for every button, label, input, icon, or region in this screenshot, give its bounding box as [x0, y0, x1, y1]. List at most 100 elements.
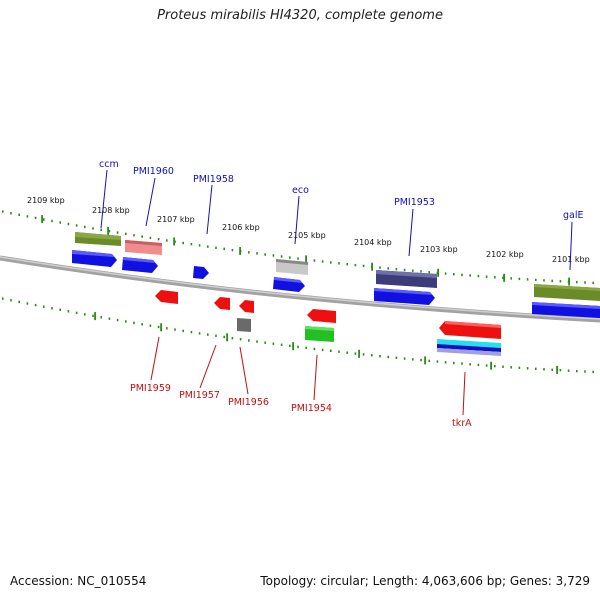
scale-label-2107: 2107 kbp — [157, 215, 195, 224]
feature-pmi1958-cds[interactable] — [193, 266, 209, 279]
inner-scale-dot — [59, 308, 61, 311]
outer-scale-dot — [362, 264, 365, 268]
gene-label-pmi1957[interactable]: PMI1957 — [179, 390, 220, 401]
inner-scale-dot — [444, 361, 447, 364]
inner-scale-dot — [264, 341, 266, 344]
feature-pmi1954[interactable] — [307, 309, 336, 323]
leader-pmi1954 — [313, 354, 318, 401]
feature-tkra-rna[interactable] — [437, 339, 501, 356]
gene-label-pmi1953[interactable]: PMI1953 — [394, 197, 435, 208]
gene-label-pmi1960[interactable]: PMI1960 — [133, 166, 174, 177]
gene-label-gale[interactable]: galE — [563, 210, 584, 221]
inner-scale-dot — [34, 303, 37, 307]
inner-scale-dot — [125, 320, 127, 323]
outer-scale-major-tick — [239, 247, 241, 255]
leader-pmi1956 — [239, 346, 249, 395]
feature-gale-cds[interactable] — [532, 302, 600, 318]
outer-scale-dot — [526, 278, 529, 281]
leader-pmi1960 — [145, 177, 156, 227]
feature-pmi1960-cds[interactable] — [122, 257, 158, 273]
outer-scale-dot — [10, 212, 12, 215]
outer-scale-dot — [576, 280, 578, 284]
outer-scale-dot — [535, 278, 537, 282]
feature-eco[interactable] — [276, 259, 308, 275]
gene-label-pmi1959[interactable]: PMI1959 — [130, 383, 171, 394]
outer-scale-dot — [403, 268, 406, 272]
outer-scale-dot — [297, 257, 299, 260]
outer-scale-dot — [330, 261, 332, 264]
inner-scale-dot — [182, 329, 184, 333]
outer-scale-dot — [18, 213, 20, 216]
outer-scale-dot — [141, 235, 143, 238]
accession-text: Accession: NC_010554 — [10, 574, 147, 588]
outer-scale-major-tick — [568, 277, 570, 286]
feature-pmi1953-cds[interactable] — [374, 288, 435, 305]
outer-scale-dot — [338, 262, 340, 265]
scale-label-2102: 2102 kbp — [486, 250, 524, 259]
inner-scale-dot — [461, 362, 463, 365]
inner-scale-dot — [584, 370, 586, 373]
outer-scale-dot — [485, 275, 488, 278]
outer-scale-dot — [354, 263, 357, 267]
outer-scale-dot — [190, 243, 193, 246]
outer-scale-dot — [289, 256, 291, 259]
outer-scale-dot — [223, 247, 225, 251]
inner-scale-dot — [198, 332, 201, 335]
outer-scale-dot — [280, 255, 283, 258]
scale-label-2106: 2106 kbp — [222, 223, 260, 232]
inner-scale-major-tick — [490, 361, 492, 370]
leader-tkra — [462, 371, 466, 416]
map-title: Proteus mirabilis HI4320, complete genom… — [157, 8, 443, 23]
inner-scale-dot — [305, 346, 307, 350]
gene-label-tkra[interactable]: tkrA — [452, 418, 472, 429]
feature-tkra[interactable] — [439, 321, 501, 339]
outer-scale-dot — [559, 280, 562, 283]
outer-scale-dot — [100, 228, 102, 231]
outer-scale-dot — [387, 267, 389, 270]
outer-scale-dot — [477, 274, 480, 278]
gene-label-pmi1956[interactable]: PMI1956 — [228, 397, 269, 408]
inner-scale-dot — [485, 364, 488, 367]
outer-scale-dot — [51, 219, 53, 223]
feature-pmi1956[interactable] — [239, 300, 254, 313]
inner-scale-dot — [84, 313, 86, 316]
inner-scale-dot — [10, 299, 12, 302]
feature-ccm-cds[interactable] — [72, 250, 117, 267]
feature-pmi1957[interactable] — [214, 297, 230, 310]
outer-scale-dot — [125, 232, 127, 236]
outer-scale-dot — [584, 281, 586, 284]
outer-scale-major-tick — [107, 226, 109, 235]
gene-label-eco[interactable]: eco — [292, 185, 309, 196]
outer-scale-dot — [412, 269, 414, 272]
gene-label-pmi1958[interactable]: PMI1958 — [193, 174, 234, 185]
outer-scale-dot — [543, 279, 545, 282]
outer-scale-dot — [264, 253, 266, 256]
feature-pmi1953[interactable] — [376, 270, 437, 288]
feature-eco-cds[interactable] — [273, 277, 305, 292]
outer-scale-dot — [428, 271, 430, 274]
inner-scale-dot — [412, 358, 414, 361]
gene-label-pmi1954[interactable]: PMI1954 — [291, 403, 332, 414]
inner-scale-dot — [215, 334, 217, 337]
feature-pmi1959[interactable] — [155, 290, 178, 304]
feature-ccm[interactable] — [75, 232, 121, 246]
inner-scale-dot — [67, 310, 70, 313]
feature-pmi1960[interactable] — [125, 240, 162, 255]
inner-scale-dot — [92, 314, 94, 317]
inner-scale-dot — [26, 302, 29, 305]
inner-scale-dot — [395, 356, 398, 359]
inner-scale-dot — [297, 345, 299, 349]
leader-pmi1953 — [408, 208, 414, 257]
gene-label-ccm[interactable]: ccm — [99, 159, 119, 170]
inner-scale-dot — [379, 355, 381, 358]
inner-scale-dot — [510, 366, 512, 369]
inner-scale-dot — [526, 367, 529, 370]
outer-scale-dot — [420, 270, 422, 273]
inner-scale-dot — [403, 357, 406, 360]
feature-gale[interactable] — [534, 284, 600, 301]
scale-label-2103: 2103 kbp — [420, 245, 458, 254]
outer-scale-dot — [108, 230, 111, 233]
feature-pmi1956-rna[interactable] — [237, 318, 251, 332]
scale-label-2104: 2104 kbp — [354, 238, 392, 247]
feature-pmi1954-rna[interactable] — [305, 326, 334, 342]
